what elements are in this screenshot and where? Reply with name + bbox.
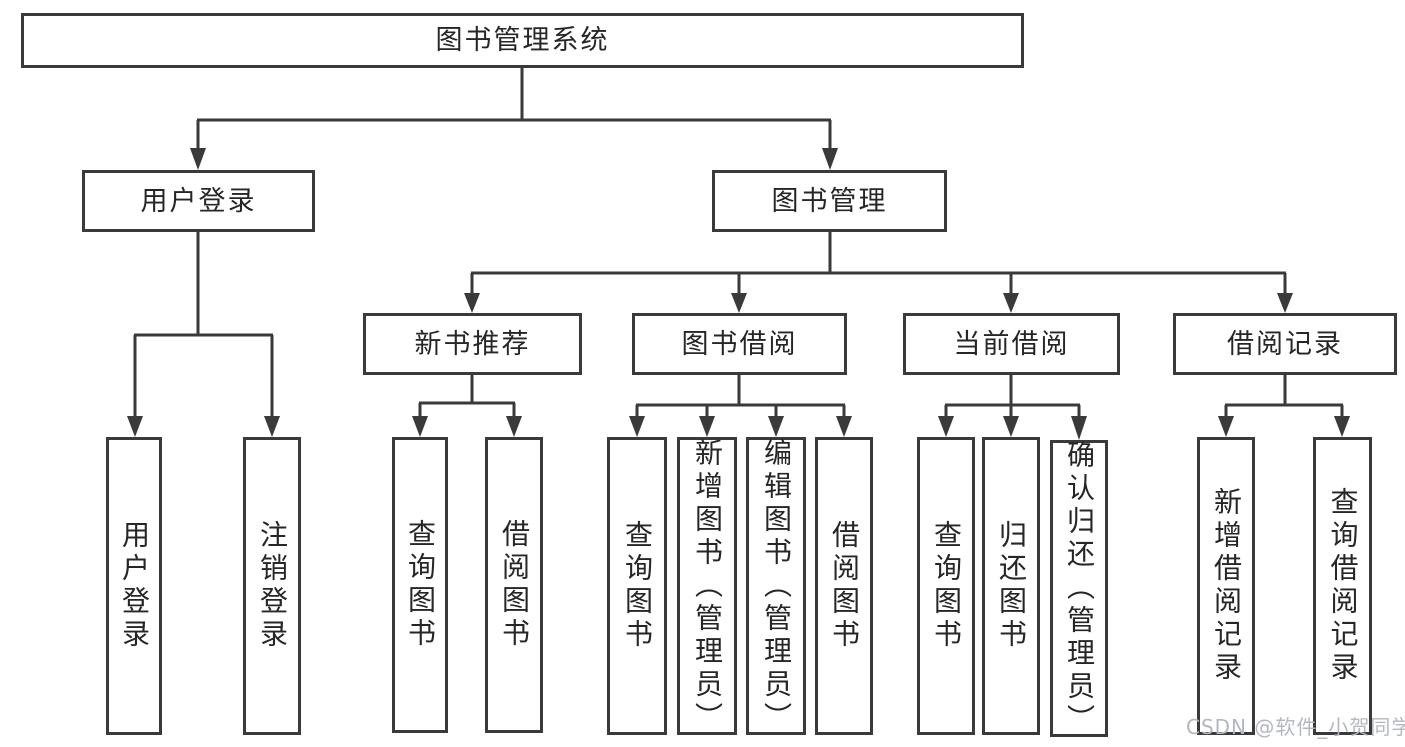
arrowhead-icons — [127, 148, 1350, 440]
node-label: 图书管理 — [771, 185, 888, 217]
node-borrow-records: 借阅记录 — [1173, 313, 1397, 375]
node-leaf-add-book-admin: 新增图书（管理员） — [677, 437, 737, 735]
node-current-borrow: 当前借阅 — [903, 313, 1120, 375]
node-label: 新书推荐 — [414, 328, 531, 360]
node-new-book-recommend: 新书推荐 — [363, 313, 582, 375]
node-label: 借阅记录 — [1227, 328, 1343, 360]
node-label: 查询图书 — [621, 520, 654, 652]
node-label: 归还图书 — [995, 520, 1028, 652]
node-label: 图书借阅 — [681, 328, 798, 360]
node-book-management-module: 图书管理 — [712, 170, 947, 232]
node-leaf-confirm-return-admin: 确认归还（管理员） — [1050, 440, 1108, 737]
node-label: 用户登录 — [140, 185, 257, 217]
node-leaf-query-borrow-record: 查询借阅记录 — [1313, 437, 1372, 735]
csdn-watermark: CSDN @软件_小贺同学 — [1186, 715, 1405, 739]
node-label: 确认归还（管理员） — [1063, 440, 1096, 737]
node-book-borrow: 图书借阅 — [632, 313, 847, 375]
node-label: 编辑图书（管理员） — [760, 437, 793, 735]
node-label: 查询图书 — [404, 519, 437, 651]
node-label: 查询借阅记录 — [1326, 487, 1360, 685]
node-user-login-module: 用户登录 — [82, 170, 315, 232]
node-label: 注销登录 — [256, 520, 289, 652]
node-leaf-logout: 注销登录 — [243, 437, 301, 735]
node-label: 用户登录 — [118, 520, 151, 652]
node-label: 借阅图书 — [828, 520, 861, 652]
node-label: 当前借阅 — [953, 328, 1070, 360]
node-label: 新增借阅记录 — [1210, 487, 1243, 685]
node-label: 借阅图书 — [498, 519, 531, 651]
node-leaf-edit-book-admin: 编辑图书（管理员） — [746, 437, 806, 735]
node-leaf-query-book-1: 查询图书 — [392, 437, 448, 733]
node-leaf-query-book-2: 查询图书 — [607, 437, 667, 735]
node-leaf-borrow-book-1: 借阅图书 — [485, 437, 543, 733]
node-leaf-user-login: 用户登录 — [106, 437, 162, 735]
node-label: 新增图书（管理员） — [691, 437, 724, 735]
node-leaf-borrow-book-2: 借阅图书 — [815, 437, 873, 735]
node-leaf-return-book: 归还图书 — [982, 437, 1040, 735]
node-label: 查询图书 — [930, 520, 963, 652]
node-leaf-add-borrow-record: 新增借阅记录 — [1197, 437, 1255, 735]
node-label: 图书管理系统 — [435, 25, 610, 56]
node-leaf-query-book-3: 查询图书 — [917, 437, 975, 735]
node-root-library-system: 图书管理系统 — [21, 13, 1024, 68]
